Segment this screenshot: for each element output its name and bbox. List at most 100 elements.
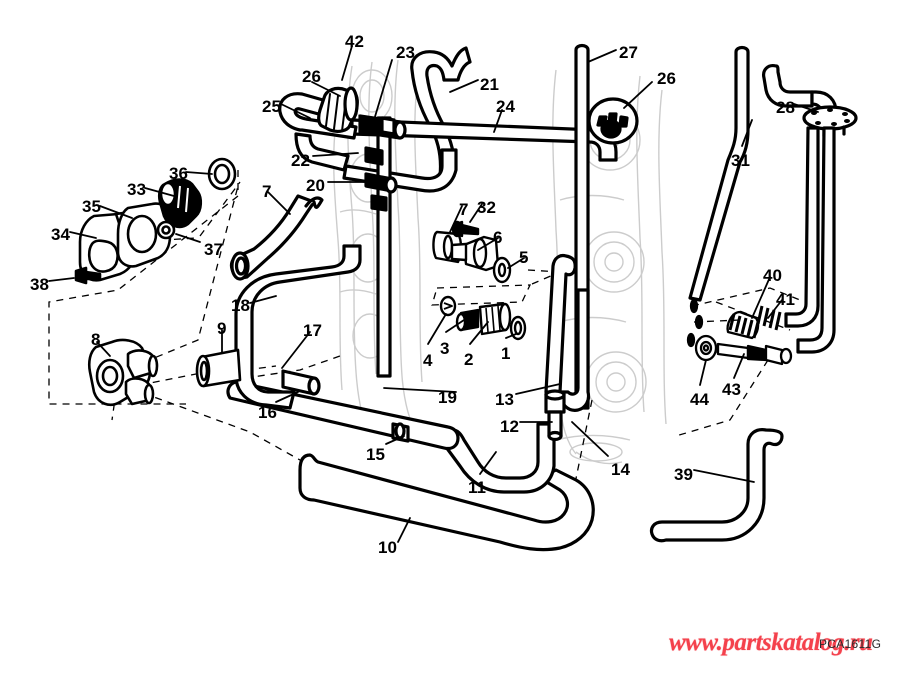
- callout-3: 3: [440, 339, 450, 358]
- flange-26b-fin-a: [596, 115, 608, 127]
- tube-40: [796, 126, 836, 354]
- tube-31: [688, 45, 750, 302]
- callout-35: 35: [82, 197, 101, 216]
- hose-22: [294, 132, 350, 172]
- center-small-parts: [432, 220, 527, 341]
- part-36-oring-bore: [213, 163, 231, 185]
- callout-15: 15: [366, 445, 385, 464]
- part-8-spout-b: [124, 377, 152, 406]
- callout-23: 23: [396, 43, 415, 62]
- callout-44: 44: [690, 390, 709, 409]
- callout-43: 43: [722, 380, 741, 399]
- callout-25: 25: [262, 97, 281, 116]
- hose-7-cut: [304, 196, 324, 209]
- part-9-bore-in: [199, 360, 209, 382]
- part-2-cap: [498, 302, 512, 332]
- callout-11: 11: [468, 478, 486, 497]
- watermark: www.partskatalog.ru: [669, 629, 873, 656]
- part-6-bore: [472, 237, 488, 269]
- callout-13: 13: [495, 390, 514, 409]
- callout-41: 41: [776, 290, 795, 309]
- callout-8: 8: [91, 330, 101, 349]
- callout-6: 6: [493, 228, 503, 247]
- hose-7-open-bore: [234, 256, 248, 276]
- part-35-bore: [126, 214, 158, 254]
- part-4-plug-slot: [443, 302, 453, 310]
- callout-5: 5: [519, 248, 529, 267]
- callout-22: 22: [291, 151, 310, 170]
- callout-20: 20: [306, 176, 325, 195]
- flange-26b-fin-c: [618, 115, 629, 128]
- part-44-washer-bore2: [702, 344, 710, 352]
- callout-19: 19: [438, 388, 457, 407]
- callout-4: 4: [423, 351, 433, 370]
- callout-36: 36: [169, 164, 188, 183]
- part-43-nut: [764, 344, 784, 366]
- callout-16: 16: [258, 403, 277, 422]
- clamp-20b-cap: [384, 176, 398, 194]
- part-37-washer-bore: [161, 225, 171, 235]
- callout-26a: 26: [302, 67, 321, 86]
- callout-18: 18: [231, 296, 250, 315]
- hose-10: [298, 453, 595, 552]
- clamp-20a: [364, 146, 384, 166]
- fitting-12-top: [544, 389, 566, 401]
- part-41-spring: [756, 305, 782, 331]
- left-housing-group: [74, 157, 242, 406]
- part-6-stem: [450, 242, 468, 262]
- callout-1: 1: [501, 344, 511, 363]
- callout-7b: 7: [459, 200, 469, 219]
- callout-42: 42: [345, 32, 364, 51]
- callout-37: 37: [204, 240, 223, 259]
- part-33-ribs: [177, 185, 189, 213]
- callout-28: 28: [776, 98, 795, 117]
- right-small-parts: [686, 298, 793, 366]
- callout-38: 38: [30, 275, 49, 294]
- part-38-shank: [84, 270, 102, 281]
- tube-13: [544, 253, 577, 394]
- callout-34: 34: [51, 225, 70, 244]
- hose-39: [649, 428, 784, 543]
- callout-12: 12: [500, 417, 519, 436]
- callout-2: 2: [464, 350, 474, 369]
- callout-33: 33: [127, 180, 146, 199]
- part-small-a: [689, 298, 699, 314]
- fitting-12-btm: [547, 430, 563, 442]
- joint-23-stud: [380, 116, 396, 136]
- flange-26b-fin-b: [607, 112, 618, 126]
- callout-leader-lines: [48, 45, 819, 543]
- part-43-tip: [779, 347, 793, 365]
- joint-23-cap: [393, 120, 407, 140]
- part-8-spout-a-end: [147, 354, 159, 378]
- callout-9: 9: [217, 319, 227, 338]
- flange-28-bolts: [811, 108, 850, 126]
- part-code: PCA1611G: [819, 637, 882, 651]
- part-1-oring-bore: [513, 320, 523, 336]
- part-8-spout-a: [126, 349, 156, 380]
- part-small-c: [686, 332, 696, 348]
- part-40-spring-body: [726, 310, 760, 340]
- hose-11: [442, 422, 556, 494]
- clamp-19: [370, 194, 388, 212]
- callout-24: 24: [496, 97, 515, 116]
- callout-17: 17: [303, 321, 322, 340]
- callout-7a: 7: [262, 182, 272, 201]
- callout-10: 10: [378, 538, 397, 557]
- hose-16-end: [307, 376, 321, 396]
- hose-21: [410, 46, 472, 178]
- part-5-washer-bore: [497, 262, 507, 278]
- part-38-bolt: [74, 266, 88, 285]
- callout-31: 31: [731, 151, 750, 170]
- callout-32: 32: [477, 198, 496, 217]
- part-small-b: [694, 314, 704, 330]
- tube-13-hook: [558, 288, 591, 412]
- callout-40: 40: [763, 266, 782, 285]
- fitting-26a-cap: [343, 86, 359, 122]
- callout-27: 27: [619, 43, 638, 62]
- part-8-spout-b-end: [143, 383, 155, 405]
- callout-39: 39: [674, 465, 693, 484]
- part-34-port: [87, 239, 119, 273]
- callout-21: 21: [480, 75, 499, 94]
